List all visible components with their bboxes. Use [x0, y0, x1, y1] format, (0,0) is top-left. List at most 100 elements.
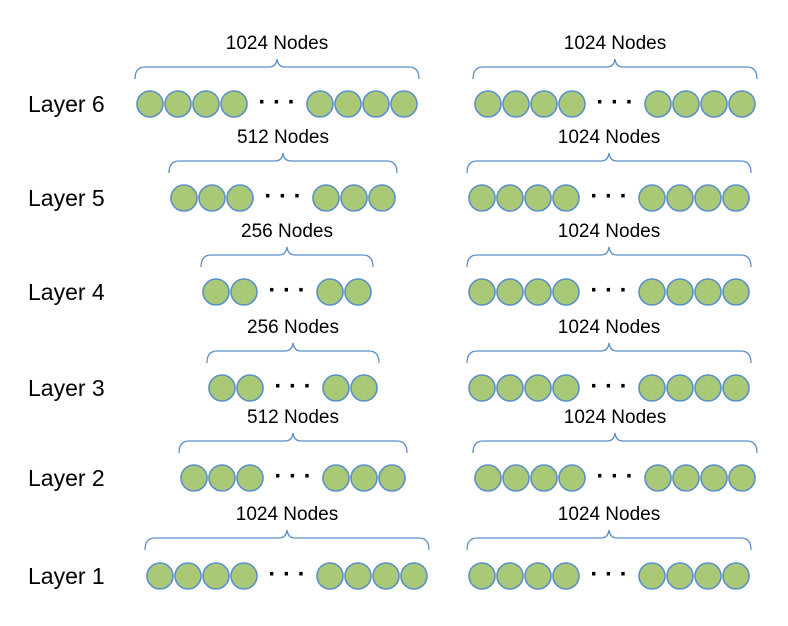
- node: [496, 562, 524, 590]
- ellipsis: · · ·: [268, 561, 305, 588]
- node: [146, 562, 174, 590]
- group-brace: [472, 58, 758, 80]
- right-node-group: 1024 Nodes · · ·: [472, 407, 758, 492]
- node: [136, 90, 164, 118]
- node: [236, 464, 264, 492]
- node: [496, 374, 524, 402]
- layer-row: Layer 4 256 Nodes · · · 1024 Nodes· · ·: [28, 221, 752, 306]
- node: [638, 278, 666, 306]
- node: [198, 184, 226, 212]
- node: [530, 464, 558, 492]
- node-count-label: 1024 Nodes: [558, 317, 660, 338]
- node: [322, 464, 350, 492]
- node: [722, 562, 750, 590]
- layer-row: Layer 3 256 Nodes· · · 1024 Nodes · · ·: [28, 317, 752, 402]
- right-node-group: 1024 Nodes · · ·: [466, 317, 752, 402]
- ellipsis: · · ·: [274, 373, 311, 400]
- node: [372, 562, 400, 590]
- node: [558, 90, 586, 118]
- node: [468, 278, 496, 306]
- right-node-group: 1024 Nodes · · ·: [472, 33, 758, 118]
- node: [502, 90, 530, 118]
- node: [340, 184, 368, 212]
- node: [700, 464, 728, 492]
- node: [700, 90, 728, 118]
- left-node-group: 256 Nodes· · ·: [206, 317, 380, 402]
- node: [236, 374, 264, 402]
- left-node-group: 1024 Nodes· · ·: [134, 33, 420, 118]
- layer-label: Layer 2: [28, 465, 105, 491]
- node: [666, 278, 694, 306]
- node: [524, 562, 552, 590]
- layer-label: Layer 1: [28, 563, 105, 589]
- node: [722, 374, 750, 402]
- node: [378, 464, 406, 492]
- layer-label: Layer 4: [28, 279, 105, 305]
- node: [468, 374, 496, 402]
- node: [722, 278, 750, 306]
- node: [202, 562, 230, 590]
- node: [368, 184, 396, 212]
- right-node-group: 1024 Nodes· · ·: [466, 221, 752, 306]
- ellipsis: · · ·: [596, 89, 633, 116]
- left-node-group: 256 Nodes · · ·: [200, 221, 374, 306]
- node: [552, 374, 580, 402]
- left-node-group: 512 Nodes · · ·: [178, 407, 408, 492]
- group-brace: [472, 432, 758, 454]
- node: [174, 562, 202, 590]
- node: [208, 464, 236, 492]
- node: [316, 278, 344, 306]
- node: [530, 90, 558, 118]
- node: [524, 278, 552, 306]
- node: [694, 278, 722, 306]
- ellipsis: · · ·: [274, 463, 311, 490]
- group-brace: [144, 529, 430, 551]
- node: [468, 184, 496, 212]
- node: [474, 90, 502, 118]
- node-count-label: 1024 Nodes: [226, 33, 328, 54]
- group-brace: [466, 152, 752, 174]
- node: [226, 184, 254, 212]
- node: [334, 90, 362, 118]
- node-count-label: 512 Nodes: [247, 407, 339, 428]
- node-count-label: 256 Nodes: [241, 221, 333, 242]
- layer-row: Layer 2 512 Nodes · · · 1024 Nodes · · ·: [28, 407, 758, 492]
- node: [722, 184, 750, 212]
- node: [728, 464, 756, 492]
- node: [638, 374, 666, 402]
- node: [496, 184, 524, 212]
- node: [180, 464, 208, 492]
- layer-label: Layer 3: [28, 375, 105, 401]
- node: [728, 90, 756, 118]
- group-brace: [178, 432, 408, 454]
- node-count-label: 1024 Nodes: [564, 407, 666, 428]
- node: [552, 184, 580, 212]
- ellipsis: · · ·: [590, 373, 627, 400]
- node: [400, 562, 428, 590]
- ellipsis: · · ·: [590, 183, 627, 210]
- node: [644, 464, 672, 492]
- ellipsis: · · ·: [268, 277, 305, 304]
- node: [694, 562, 722, 590]
- node-count-label: 1024 Nodes: [564, 33, 666, 54]
- node: [694, 184, 722, 212]
- left-node-group: 512 Nodes · · ·: [168, 127, 398, 212]
- node: [164, 90, 192, 118]
- node: [666, 184, 694, 212]
- node-count-label: 1024 Nodes: [558, 504, 660, 525]
- node: [468, 562, 496, 590]
- group-brace: [466, 529, 752, 551]
- node: [552, 278, 580, 306]
- node: [502, 464, 530, 492]
- node: [350, 374, 378, 402]
- node: [474, 464, 502, 492]
- ellipsis: · · ·: [596, 463, 633, 490]
- ellipsis: · · ·: [264, 183, 301, 210]
- node: [344, 562, 372, 590]
- group-brace: [466, 342, 752, 364]
- group-brace: [466, 246, 752, 268]
- group-brace: [134, 58, 420, 80]
- node-count-label: 512 Nodes: [237, 127, 329, 148]
